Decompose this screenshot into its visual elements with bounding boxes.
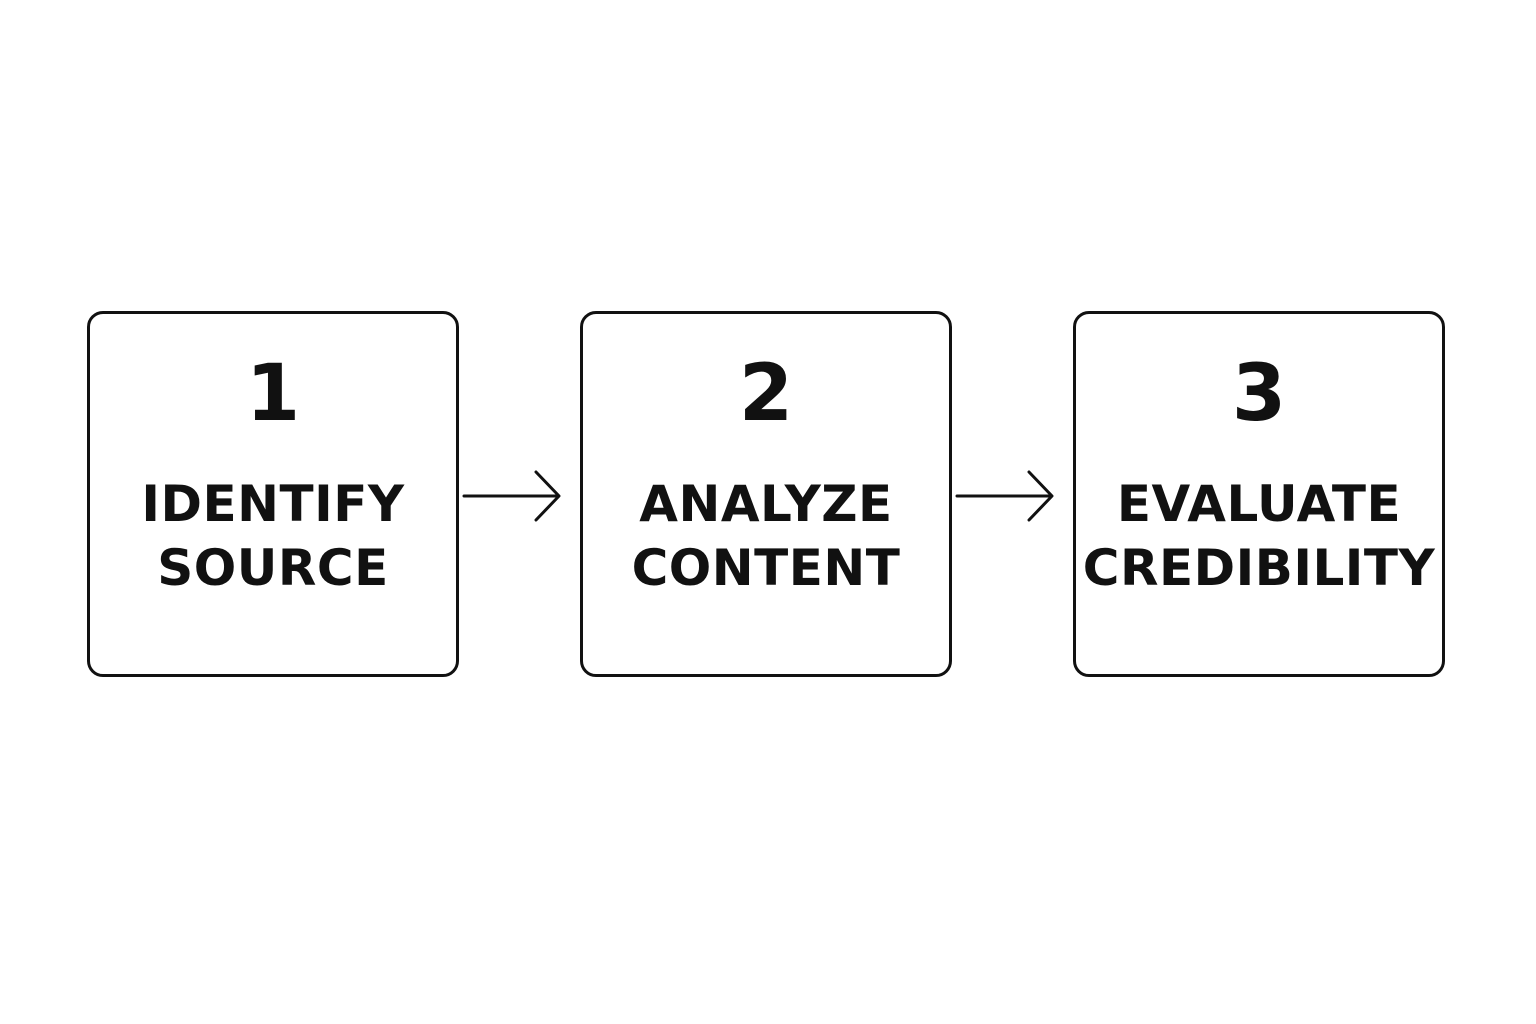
step-label: ANALYZE CONTENT [583,472,949,600]
step-box-evaluate-credibility: 3 EVALUATE CREDIBILITY [1073,311,1445,677]
step-label-line: SOURCE [157,539,389,597]
step-label-line: CREDIBILITY [1082,539,1436,597]
step-label-line: EVALUATE [1116,475,1402,533]
step-label: EVALUATE CREDIBILITY [1076,472,1442,600]
step-number: 1 [245,349,301,439]
step-label-line: ANALYZE [639,475,893,533]
step-box-identify-source: 1 IDENTIFY SOURCE [87,311,459,677]
arrow-right-icon [462,470,561,522]
step-number: 2 [738,349,794,439]
step-number: 3 [1231,349,1287,439]
step-label: IDENTIFY SOURCE [90,472,456,600]
arrow-right-icon [955,470,1054,522]
step-box-analyze-content: 2 ANALYZE CONTENT [580,311,952,677]
step-label-line: IDENTIFY [141,475,405,533]
step-label-line: CONTENT [631,539,901,597]
